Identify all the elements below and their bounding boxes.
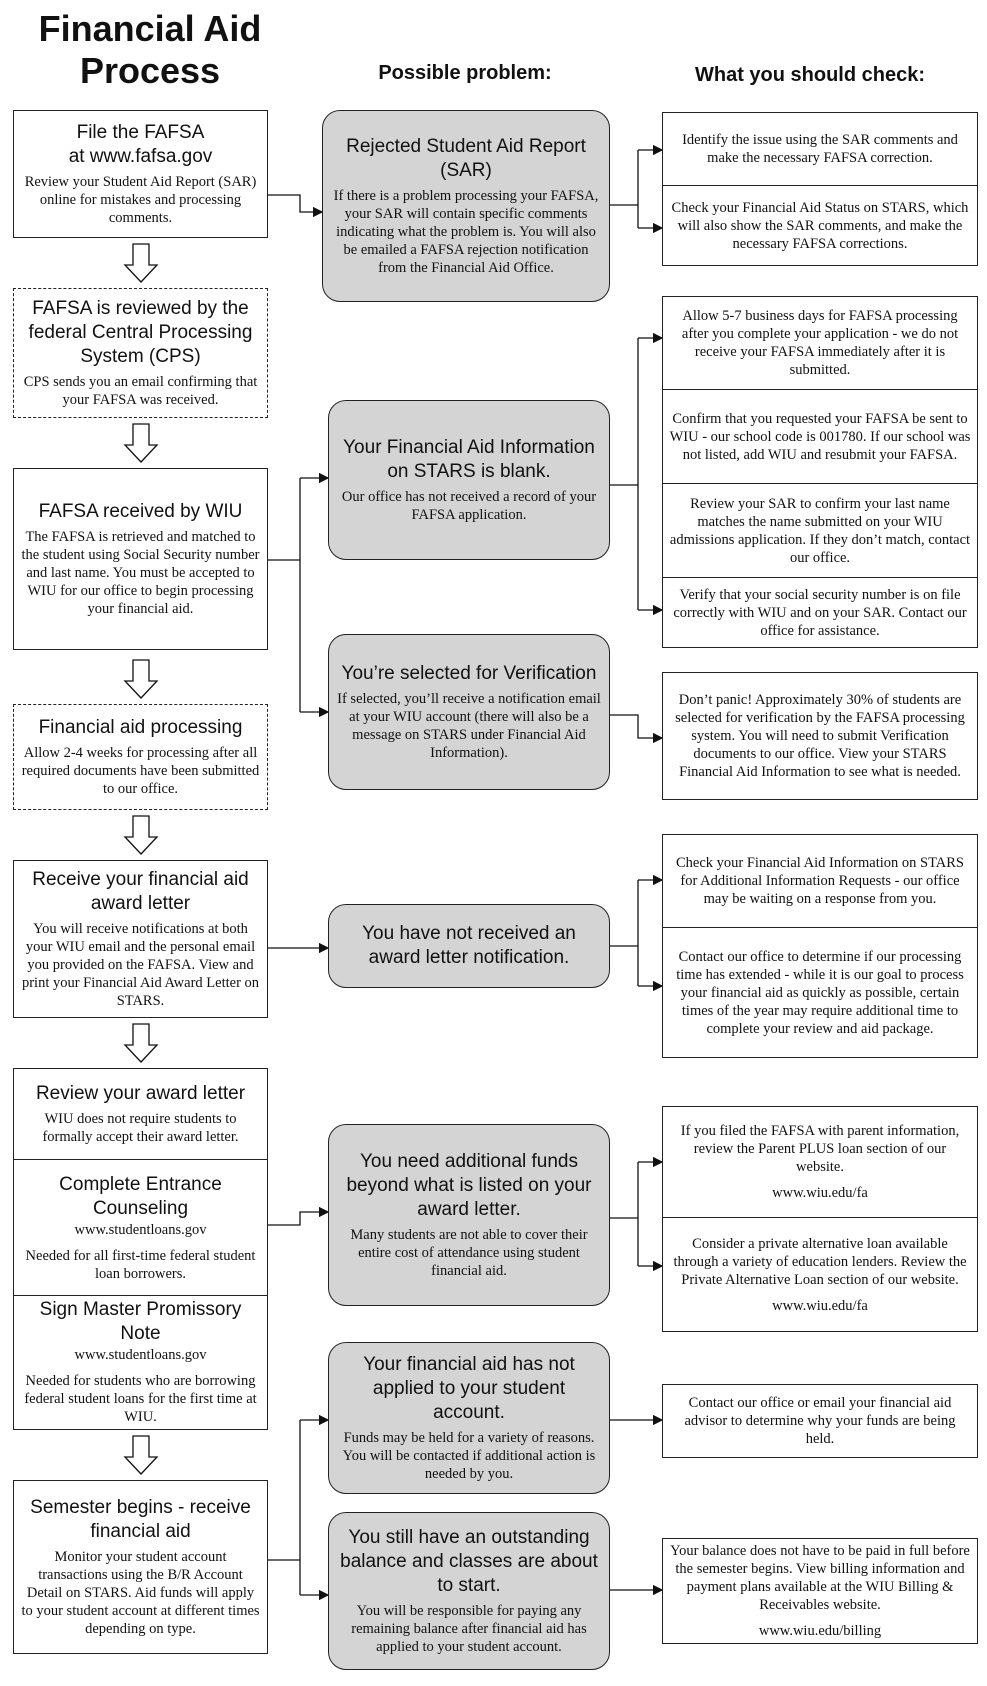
title-line-1: Financial Aid <box>38 8 262 49</box>
step-body: WIU does not require students to formall… <box>42 1111 239 1145</box>
check-text: Your balance does not have to be paid in… <box>670 1543 970 1613</box>
check-text: If you filed the FAFSA with parent infor… <box>680 1123 960 1175</box>
step-url: www.studentloans.gov <box>74 1221 207 1238</box>
problem-heading: You need additional funds beyond what is… <box>346 1151 592 1220</box>
check-url: www.wiu.edu/fa <box>772 1185 868 1201</box>
down-arrow-icon <box>123 1435 159 1475</box>
checks-verification: Don’t panic! Approximately 30% of studen… <box>662 672 978 800</box>
check-text: Contact our office or email your financi… <box>684 1395 956 1447</box>
problem-body: Funds may be held for a variety of reaso… <box>342 1430 596 1482</box>
possible-problem-heading: Possible problem: <box>378 62 552 84</box>
step-review-award-letter: Review your award letter WIU does not re… <box>14 1069 267 1159</box>
down-arrow-icon <box>123 1023 159 1063</box>
page-title: Financial Aid Process <box>10 8 290 92</box>
check-text: Verify that your social security number … <box>673 586 967 639</box>
down-arrow-icon <box>123 659 159 699</box>
step-master-promissory-note: Sign Master Promissory Note www.studentl… <box>14 1295 267 1428</box>
problem-additional-funds: You need additional funds beyond what is… <box>328 1124 610 1306</box>
down-arrow-icon <box>123 243 159 283</box>
title-line-2: Process <box>79 50 221 91</box>
step-body: Allow 2-4 weeks for processing after all… <box>21 745 260 797</box>
check-text: Consider a private alternative loan avai… <box>673 1235 967 1288</box>
problem-not-applied: Your financial aid has not applied to yo… <box>328 1342 610 1494</box>
problem-body: Our office has not received a record of … <box>341 489 597 523</box>
check-url: www.wiu.edu/billing <box>758 1623 882 1639</box>
check-item: Consider a private alternative loan avai… <box>663 1217 977 1331</box>
down-arrow-icon <box>123 423 159 463</box>
step-group-award-review: Review your award letter WIU does not re… <box>13 1068 268 1430</box>
check-item: Identify the issue using the SAR comment… <box>663 113 977 185</box>
problem-heading: Rejected Student Aid Report (SAR) <box>346 136 586 181</box>
what-to-check-heading: What you should check: <box>694 64 926 86</box>
check-text: Don’t panic! Approximately 30% of studen… <box>675 692 965 780</box>
problem-body: If there is a problem processing your FA… <box>333 188 599 276</box>
problem-outstanding-balance: You still have an outstanding balance an… <box>328 1512 610 1670</box>
checks-award-letter: Check your Financial Aid Information on … <box>662 834 978 1058</box>
step-entrance-counseling: Complete Entrance Counseling www.student… <box>14 1159 267 1295</box>
problem-heading: You’re selected for Verification <box>341 663 597 684</box>
problem-heading: Your Financial Aid Information on STARS … <box>343 437 595 482</box>
problem-body: You will be responsible for paying any r… <box>351 1603 587 1655</box>
problem-heading: You still have an outstanding balance an… <box>340 1527 598 1596</box>
check-text: Review your SAR to confirm your last nam… <box>669 495 971 566</box>
down-arrow-icon <box>123 815 159 855</box>
problem-stars-blank: Your Financial Aid Information on STARS … <box>328 400 610 560</box>
problem-heading: Your financial aid has not applied to yo… <box>363 1354 575 1423</box>
step-heading: File the FAFSA <box>76 122 205 143</box>
check-item: Contact our office to determine if our p… <box>663 927 977 1057</box>
check-text: Check your Financial Aid Status on STARS… <box>671 199 969 252</box>
step-heading: Semester begins - receive financial aid <box>30 1497 251 1542</box>
step-award-letter: Receive your financial aid award letter … <box>13 860 268 1018</box>
step-semester-begins: Semester begins - receive financial aid … <box>13 1480 268 1654</box>
step-heading: FAFSA is reviewed by the federal Central… <box>28 298 253 367</box>
step-body: Needed for all first-time federal studen… <box>25 1247 256 1282</box>
step-heading: Sign Master Promissory Note <box>39 1299 242 1344</box>
problem-verification: You’re selected for Verification If sele… <box>328 634 610 790</box>
check-text: Confirm that you requested your FAFSA be… <box>669 410 971 463</box>
check-item: Confirm that you requested your FAFSA be… <box>663 389 977 483</box>
step-heading-url: at www.fafsa.gov <box>68 146 213 167</box>
problem-body: If selected, you’ll receive a notificati… <box>337 691 601 761</box>
check-item: Check your Financial Aid Status on STARS… <box>663 185 977 265</box>
step-url: www.studentloans.gov <box>74 1347 207 1363</box>
check-text: Allow 5-7 business days for FAFSA proces… <box>681 308 959 378</box>
step-body: Monitor your student account transaction… <box>21 1549 260 1637</box>
step-heading: Receive your financial aid award letter <box>32 869 249 914</box>
check-text: Check your Financial Aid Information on … <box>675 855 964 907</box>
checks-additional-funds: If you filed the FAFSA with parent infor… <box>662 1106 978 1332</box>
checks-outstanding-balance: Your balance does not have to be paid in… <box>662 1538 978 1644</box>
step-body: The FAFSA is retrieved and matched to th… <box>21 529 260 617</box>
step-fafsa-received: FAFSA received by WIU The FAFSA is retri… <box>13 468 268 650</box>
checks-sar: Identify the issue using the SAR comment… <box>662 112 978 266</box>
problem-heading: You have not received an award letter no… <box>362 923 576 968</box>
step-heading: Review your award letter <box>35 1083 246 1104</box>
check-item: If you filed the FAFSA with parent infor… <box>663 1107 977 1217</box>
step-heading: Complete Entrance Counseling <box>59 1173 222 1219</box>
problem-rejected-sar: Rejected Student Aid Report (SAR) If the… <box>322 110 610 302</box>
check-item: Review your SAR to confirm your last nam… <box>663 483 977 577</box>
step-heading: FAFSA received by WIU <box>38 501 243 522</box>
step-body: CPS sends you an email confirming that y… <box>23 374 258 408</box>
step-body: Needed for students who are borrowing fe… <box>24 1373 257 1425</box>
check-item: Check your Financial Aid Information on … <box>663 835 977 927</box>
step-body: You will receive notifications at both y… <box>21 921 260 1009</box>
step-file-fafsa: File the FAFSA at www.fafsa.gov Review y… <box>13 110 268 238</box>
problem-no-award-letter: You have not received an award letter no… <box>328 904 610 988</box>
step-heading: Financial aid processing <box>38 717 243 738</box>
step-financial-aid-processing: Financial aid processing Allow 2-4 weeks… <box>13 704 268 810</box>
checks-stars-blank: Allow 5-7 business days for FAFSA proces… <box>662 296 978 648</box>
check-text: Contact our office to determine if our p… <box>676 948 964 1037</box>
check-item: Allow 5-7 business days for FAFSA proces… <box>663 297 977 389</box>
check-text: Identify the issue using the SAR comment… <box>682 132 958 166</box>
check-item: Verify that your social security number … <box>663 577 977 647</box>
check-url: www.wiu.edu/fa <box>772 1297 868 1314</box>
problem-body: Many students are not able to cover thei… <box>350 1227 588 1279</box>
checks-not-applied: Contact our office or email your financi… <box>662 1384 978 1458</box>
step-body: Review your Student Aid Report (SAR) onl… <box>24 174 257 226</box>
step-fafsa-reviewed: FAFSA is reviewed by the federal Central… <box>13 288 268 418</box>
